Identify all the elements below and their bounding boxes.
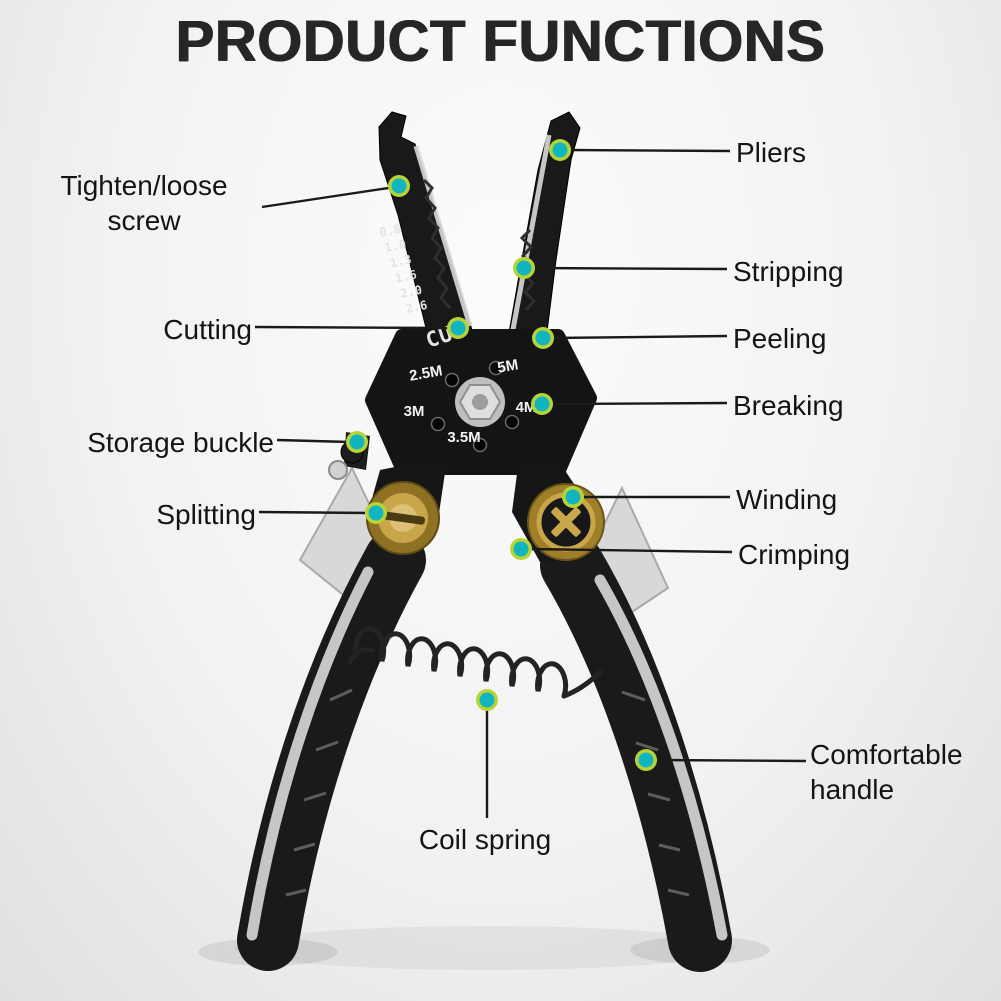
hole-label: 4M [516,399,537,416]
marker-peeling [535,330,551,346]
label-crimping: Crimping [738,539,851,570]
rivet-right [527,483,605,561]
gauge-mark: 2.0 [399,283,423,301]
marker-crimping [513,541,529,557]
leader-line-comfortable-handle [653,758,807,763]
label-breaking: Breaking [733,390,844,421]
marker-cutting [450,320,466,336]
gauge-mark: 1.3 [389,252,413,270]
leader-line-pliers [565,148,731,153]
hole-labels: 2.5M 5M 3M 4M 3.5M [404,356,537,446]
rivet-left [366,481,440,555]
leader-line-peeling [550,334,728,340]
gauge-mark: 0.8 [378,222,402,240]
hole-label: 3.5M [447,429,480,446]
marker-stripping [516,260,532,276]
leader-line-crimping [528,547,733,554]
hole-label: 2.5M [408,362,444,385]
leader-line-stripping [529,266,728,271]
marker-splitting [368,505,384,521]
marker-storage-buckle [349,434,365,450]
hole-label: 5M [496,356,519,376]
hex-nut [455,377,505,427]
coil-spring-graphic [347,626,603,699]
bolt-holes [430,360,520,453]
gauge-mark: 2.6 [404,298,428,316]
leader-line-breaking [549,401,728,406]
leader-line-cutting [254,325,451,330]
marker-coil-spring [479,692,495,708]
gauge-marks: 0.8 1.0 1.3 1.6 2.0 2.6 [378,222,429,316]
marker-comfortable-handle [638,752,654,768]
label-tighten-screw: Tighten/loose screw [60,170,228,236]
label-splitting: Splitting [156,499,256,530]
marker-breaking [534,396,550,412]
label-winding: Winding [736,484,838,515]
label-coil-spring: Coil spring [418,824,552,855]
leader-line-splitting [258,510,371,515]
label-cutting: Cutting [163,314,252,345]
label-comfortable-handle: Comfortable handle [810,739,963,805]
label-stripping: Stripping [733,256,844,287]
leader-line-tighten-screw [261,185,396,209]
leader-line-storage-buckle [276,438,351,444]
gauge-mark: 1.6 [394,267,418,285]
page-title: PRODUCT FUNCTIONS [175,9,826,74]
label-pliers: Pliers [736,137,807,168]
left-handle [237,529,426,971]
hole-label: 3M [404,403,425,420]
gauge-mark: 1.0 [383,237,407,255]
leader-lines [254,148,807,818]
label-storage-buckle: Storage buckle [87,427,274,458]
right-handle [540,533,732,972]
pivot-plate: CUT 2.5M 5M 3M 4M 3.5M [365,317,597,475]
marker-pliers [552,142,568,158]
marker-tighten-screw [391,178,407,194]
marker-winding [565,489,581,505]
label-peeling: Peeling [733,323,827,354]
